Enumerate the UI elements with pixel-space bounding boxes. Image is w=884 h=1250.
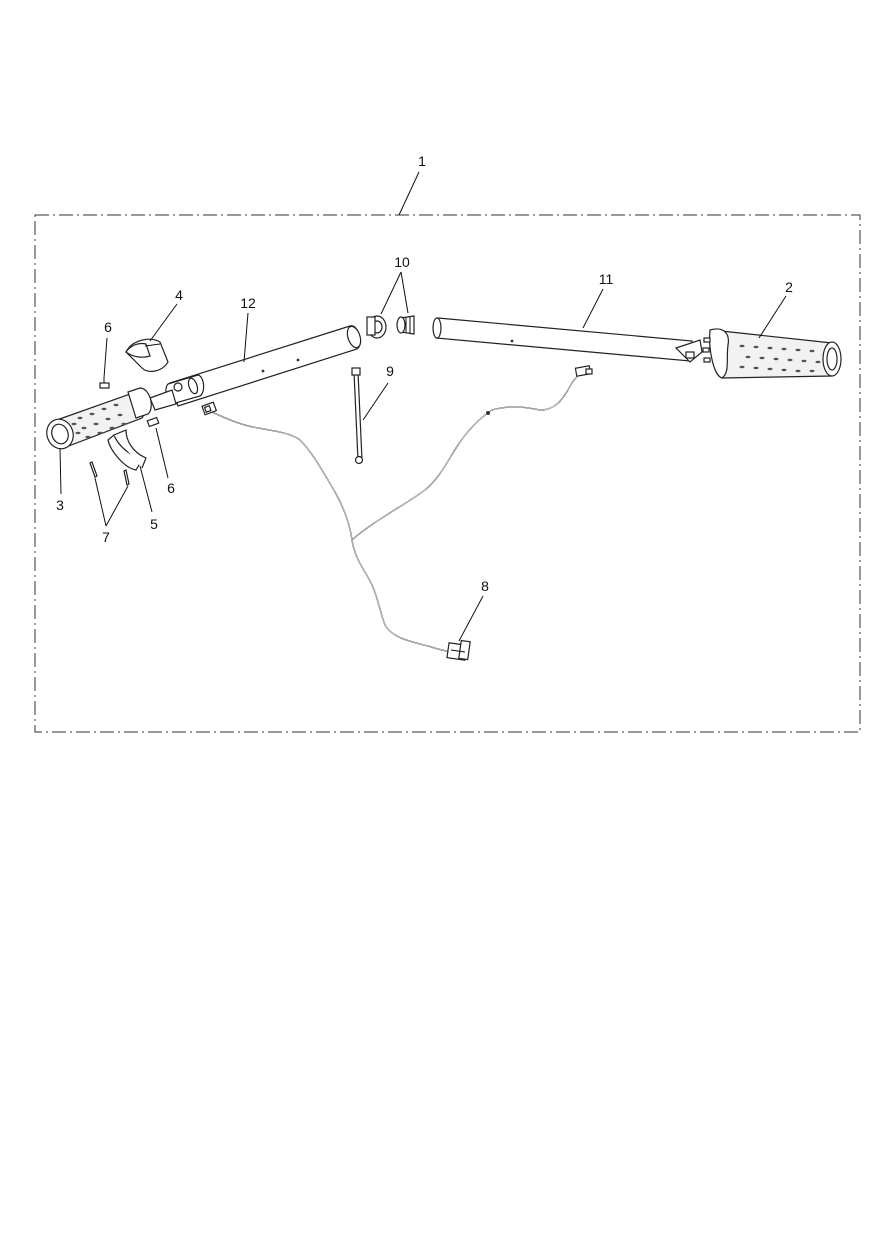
left-heated-grip [46,387,152,450]
clip-right [123,469,130,486]
callout-9: 9 [386,363,394,379]
bar-end-plug-a [366,315,387,339]
cable-tie [351,367,364,465]
callout-4: 4 [175,287,183,303]
callout-1: 1 [418,153,426,169]
callout-6-upper: 6 [104,319,112,335]
leader-lines [59,171,787,642]
callout-5: 5 [150,516,158,532]
clip-left [89,461,98,478]
callout-3: 3 [56,497,64,513]
callout-2: 2 [785,279,793,295]
right-handlebar-tube [432,317,703,363]
wiring-harness [201,365,593,661]
right-heated-grip [702,328,842,379]
callout-10: 10 [394,254,410,270]
harness-connector-right [574,365,593,377]
harness-connector-left [201,401,218,416]
harness-main-plug [446,639,471,661]
screw-upper [99,378,110,389]
upper-switch-housing [125,338,169,372]
screw-lower [146,416,160,428]
callout-6-lower: 6 [167,480,175,496]
lower-switch-housing [107,429,147,471]
callout-11: 11 [599,271,614,287]
bar-end-plug-b [396,315,415,335]
left-handlebar-tube [149,325,362,411]
callout-7: 7 [102,529,110,545]
callout-12: 12 [240,295,256,311]
kit-boundary-box [34,214,861,733]
callout-8: 8 [481,578,489,594]
